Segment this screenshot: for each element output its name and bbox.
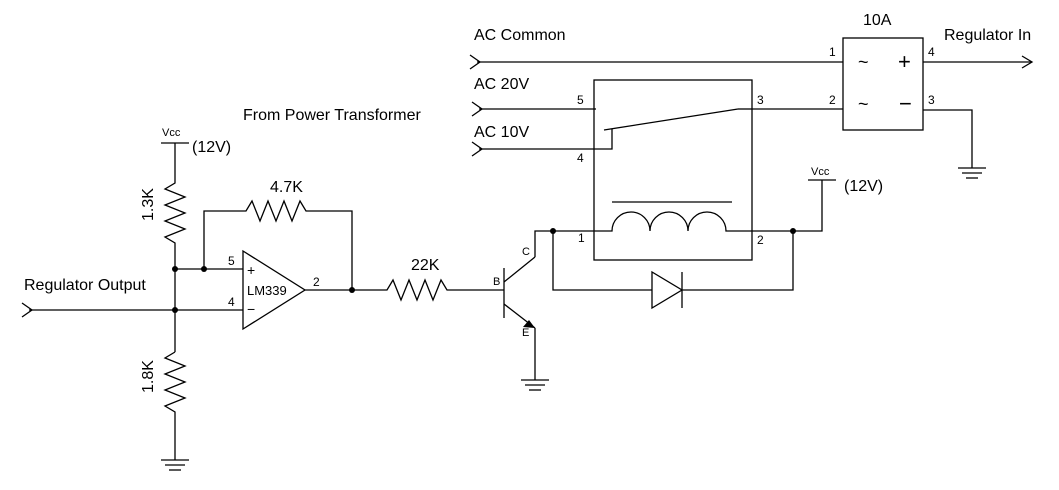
ac-10v-line (471, 141, 594, 157)
bottom-divider-resistor-label: 1.8K (140, 360, 157, 393)
transistor-pin-e: E (522, 327, 529, 339)
divider-node-wires (172, 266, 243, 352)
vcc-left-voltage: (12V) (192, 139, 231, 156)
regulator-in-label: Regulator In (944, 27, 1031, 44)
bridge-rectifier: ~ ~ + − (842, 37, 924, 131)
relay-pin-1: 1 (578, 231, 585, 245)
ac-10v-label: AC 10V (474, 124, 529, 141)
feedback-resistor (201, 199, 353, 290)
regulator-output-line (21, 302, 243, 318)
base-resistor (352, 278, 504, 302)
comparator-pin-5: 5 (228, 254, 235, 268)
bridge-ac-symbol-2: ~ (858, 94, 869, 114)
comparator-pin-2: 2 (313, 275, 320, 289)
transistor-pin-b: B (493, 276, 500, 288)
comparator-plus: + (247, 262, 255, 278)
vcc-right-voltage: (12V) (844, 178, 883, 195)
comparator-label: LM339 (247, 283, 287, 298)
bridge-plus-symbol: + (898, 49, 911, 74)
regulator-in-line (923, 55, 1034, 69)
comparator-minus: − (247, 301, 255, 317)
transistor-pin-c: C (522, 246, 530, 258)
ac-20v-line (471, 101, 594, 117)
relay-pin-3: 3 (757, 93, 764, 107)
bottom-divider-resistor (161, 351, 189, 471)
top-divider-resistor-label: 1.3K (140, 188, 157, 221)
bridge-pin-3: 3 (928, 93, 935, 107)
top-divider-resistor (163, 143, 187, 269)
vcc-left-label: Vcc (162, 127, 181, 139)
flyback-diode (552, 231, 794, 310)
bridge-pin-1: 1 (829, 45, 836, 59)
ac-common-line (469, 54, 843, 70)
vcc-right-supply (752, 179, 836, 234)
feedback-resistor-label: 4.7K (270, 179, 303, 196)
from-power-transformer-label: From Power Transformer (243, 107, 421, 124)
bridge-negative-ground (923, 109, 986, 179)
bridge-pin-2: 2 (829, 93, 836, 107)
base-resistor-label: 22K (411, 257, 440, 274)
vcc-right-label: Vcc (811, 166, 830, 178)
npn-transistor (503, 228, 594, 391)
ac-20v-label: AC 20V (474, 76, 529, 93)
regulator-output-label: Regulator Output (24, 277, 146, 294)
relay-pin-2: 2 (757, 233, 764, 247)
relay-pin-4: 4 (577, 151, 584, 165)
bridge-minus-symbol: − (899, 91, 912, 116)
relay-pin-5: 5 (577, 93, 584, 107)
bridge-pin-4: 4 (928, 45, 935, 59)
ac-common-label: AC Common (474, 27, 566, 44)
relay (593, 79, 753, 261)
bridge-ac-symbol-1: ~ (858, 52, 869, 72)
comparator-pin-4: 4 (228, 295, 235, 309)
bridge-rating-label: 10A (863, 12, 892, 29)
